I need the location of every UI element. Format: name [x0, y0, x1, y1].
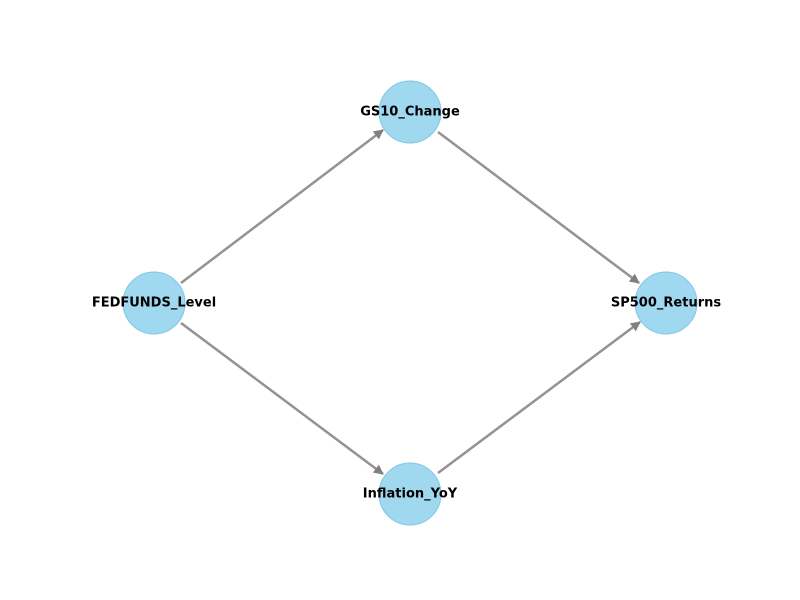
edge-layer: [180, 129, 641, 476]
edge-gs10-to-sp500: [437, 131, 640, 284]
node-sp500-circle: [634, 271, 698, 335]
node-sp500-label: SP500_Returns: [611, 296, 721, 311]
node-sp500[interactable]: SP500_Returns: [611, 271, 721, 335]
edge-fedfunds-to-gs10: [180, 129, 384, 284]
edge-fedfunds-to-inflation: [180, 321, 384, 476]
node-inflation[interactable]: Inflation_YoY: [363, 462, 458, 526]
node-layer: FEDFUNDS_Level GS10_Change Inflation_YoY…: [92, 80, 721, 526]
node-fedfunds[interactable]: FEDFUNDS_Level: [92, 271, 216, 335]
edge-inflation-to-sp500: [437, 320, 641, 475]
node-fedfunds-circle: [122, 271, 186, 335]
node-gs10[interactable]: GS10_Change: [360, 80, 460, 144]
node-inflation-circle: [378, 462, 442, 526]
node-inflation-label: Inflation_YoY: [363, 487, 458, 502]
node-gs10-label: GS10_Change: [360, 105, 460, 120]
node-fedfunds-label: FEDFUNDS_Level: [92, 296, 216, 311]
node-gs10-circle: [378, 80, 442, 144]
